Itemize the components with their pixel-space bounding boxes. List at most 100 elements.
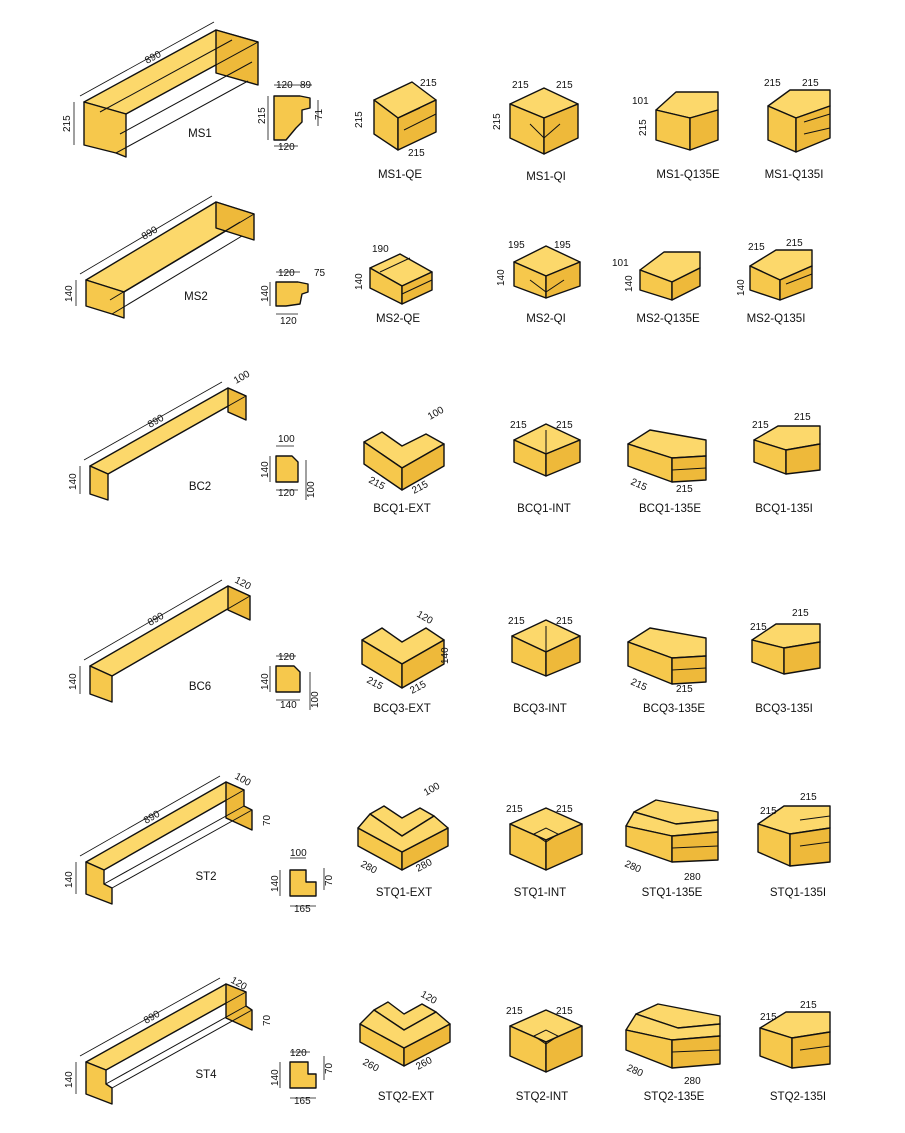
section-dim-3: 120 xyxy=(278,488,295,499)
corner-dim-1: 101 xyxy=(632,96,649,107)
corner-dim-1: 215 xyxy=(420,78,437,89)
corner-label: BCQ3-INT xyxy=(513,703,567,715)
beam-height-label: 140 xyxy=(64,1071,75,1088)
corner-dim-2: 215 xyxy=(354,111,365,128)
corner-ms1-q135e: 101 215 MS1-Q135E xyxy=(632,91,720,181)
section-dim-1: 120 xyxy=(278,268,295,279)
section-dim-2: 140 xyxy=(260,673,271,690)
corner-label: MS1-QE xyxy=(378,169,422,181)
corner-dim-1: 101 xyxy=(612,258,629,269)
corner-label: MS2-QI xyxy=(526,313,566,325)
beam-ms1: 890 215 MS1 xyxy=(62,21,259,158)
corner-ms2-q135e: 101 140 MS2-Q135E xyxy=(612,251,701,325)
corner-ms1-qe: 215 215 215 MS1-QE xyxy=(354,78,437,181)
section-dim-5: 120 xyxy=(278,142,295,153)
section-dim-4: 120 xyxy=(280,316,297,327)
corner-bcq3-int: 215 215 BCQ3-INT xyxy=(508,616,581,715)
beam-height-label: 140 xyxy=(64,285,75,302)
beam-bc6: 890 140 120 BC6 xyxy=(68,575,253,703)
corner-label: STQ2-EXT xyxy=(378,1091,434,1103)
corner-dim-2: 215 xyxy=(792,608,809,619)
corner-dim-1: 100 xyxy=(426,405,446,423)
corner-label: STQ1-INT xyxy=(514,887,566,899)
section-dim-2: 140 xyxy=(260,461,271,478)
corner-dim-1: 195 xyxy=(508,240,525,251)
corner-dim-1: 215 xyxy=(506,804,523,815)
corner-bcq1-int: 215 215 BCQ1-INT xyxy=(510,420,581,515)
corner-dim-3: 215 xyxy=(365,675,385,693)
corner-label: MS1-Q135E xyxy=(656,169,720,181)
corner-dim-1: 215 xyxy=(506,1006,523,1017)
beam-label: BC6 xyxy=(189,681,211,693)
corner-ms2-qe: 190 140 MS2-QE xyxy=(354,244,433,325)
corner-dim-1: 215 xyxy=(752,420,769,431)
beam-ms2: 890 140 MS2 xyxy=(64,195,255,319)
beam-height-label: 215 xyxy=(62,115,73,132)
corner-bcq1-ext: 100 215 215 BCQ1-EXT xyxy=(363,405,446,515)
corner-ms1-q135i: 215 215 MS1-Q135I xyxy=(764,78,831,181)
corner-dim-2: 215 xyxy=(794,412,811,423)
corner-stq2-135e: 280 280 STQ2-135E xyxy=(625,1003,721,1103)
corner-bcq3-135e: 215 215 BCQ3-135E xyxy=(627,627,707,715)
corner-dim-2: 195 xyxy=(554,240,571,251)
beam-height-label: 140 xyxy=(64,871,75,888)
beam-bc2: 890 140 100 BC2 xyxy=(68,369,252,501)
section-dim-4: 165 xyxy=(294,904,311,915)
corner-dim-2: 215 xyxy=(802,78,819,89)
corner-label: MS1-QI xyxy=(526,171,566,183)
beam-step-label: 70 xyxy=(262,1014,273,1026)
corner-dim-2: 215 xyxy=(556,420,573,431)
corner-dim-1: 215 xyxy=(748,242,765,253)
corner-stq2-int: 215 215 STQ2-INT xyxy=(506,1006,583,1103)
corner-dim-3: 215 xyxy=(492,113,503,130)
corner-dim-1: 215 xyxy=(760,1012,777,1023)
corner-label: STQ1-135E xyxy=(642,887,703,899)
corner-dim-2: 140 xyxy=(624,275,635,292)
section-st4: 120 140 70 165 xyxy=(270,1048,335,1107)
row-ms2: 890 140 MS2 120 75 140 120 190 140 MS2-Q… xyxy=(64,195,813,327)
section-ms1: 120 89 215 71 120 xyxy=(257,80,325,153)
beam-label: BC2 xyxy=(189,481,211,493)
corner-label: BCQ1-EXT xyxy=(373,503,431,515)
corner-label: BCQ3-135I xyxy=(755,703,813,715)
section-dim-3: 70 xyxy=(324,874,335,886)
corner-dim-2: 140 xyxy=(440,647,451,664)
corner-dim-3: 215 xyxy=(408,148,425,159)
section-dim-1: 120 xyxy=(276,80,293,91)
corner-dim-2: 280 xyxy=(684,1076,701,1087)
section-dim-1: 120 xyxy=(290,1048,307,1059)
corner-dim-2: 215 xyxy=(786,238,803,249)
section-dim-3: 140 xyxy=(280,700,297,711)
section-dim-3: 140 xyxy=(260,285,271,302)
corner-label: STQ2-135I xyxy=(770,1091,826,1103)
row-st4: 890 140 120 70 ST4 120 140 70 165 120 26… xyxy=(64,975,831,1107)
corner-label: MS2-Q135I xyxy=(747,313,806,325)
corner-bcq1-135i: 215 215 BCQ1-135I xyxy=(752,412,821,515)
corner-dim-2: 215 xyxy=(676,684,693,695)
corner-dim-1: 215 xyxy=(510,420,527,431)
corner-dim-1: 215 xyxy=(512,80,529,91)
corner-label: BCQ3-135E xyxy=(643,703,705,715)
section-dim-4: 71 xyxy=(314,108,325,120)
corner-bcq3-ext: 120 140 215 215 BCQ3-EXT xyxy=(361,609,451,715)
beam-label: MS1 xyxy=(188,128,212,140)
corner-dim-2: 215 xyxy=(800,1000,817,1011)
section-dim-1: 100 xyxy=(278,434,295,445)
corner-dim-2: 215 xyxy=(556,80,573,91)
beam-label: MS2 xyxy=(184,291,208,303)
corner-dim-1: 215 xyxy=(629,677,649,694)
corner-dim-2: 215 xyxy=(556,1006,573,1017)
corner-dim-2: 215 xyxy=(676,484,693,495)
corner-dim-1: 100 xyxy=(422,781,442,799)
beam-st2: 890 140 100 70 ST2 xyxy=(64,771,273,905)
section-dim-2: 140 xyxy=(270,1069,281,1086)
corner-dim-1: 215 xyxy=(508,616,525,627)
section-dim-2: 140 xyxy=(270,875,281,892)
corner-dim-2: 215 xyxy=(556,804,573,815)
corner-label: MS2-QE xyxy=(376,313,420,325)
section-bc6: 120 140 140 100 xyxy=(260,652,321,711)
corner-label: BCQ3-EXT xyxy=(373,703,431,715)
section-dim-2: 89 xyxy=(300,80,312,91)
beam-depth-label: 100 xyxy=(232,369,252,387)
corner-dim-2: 215 xyxy=(638,119,649,136)
